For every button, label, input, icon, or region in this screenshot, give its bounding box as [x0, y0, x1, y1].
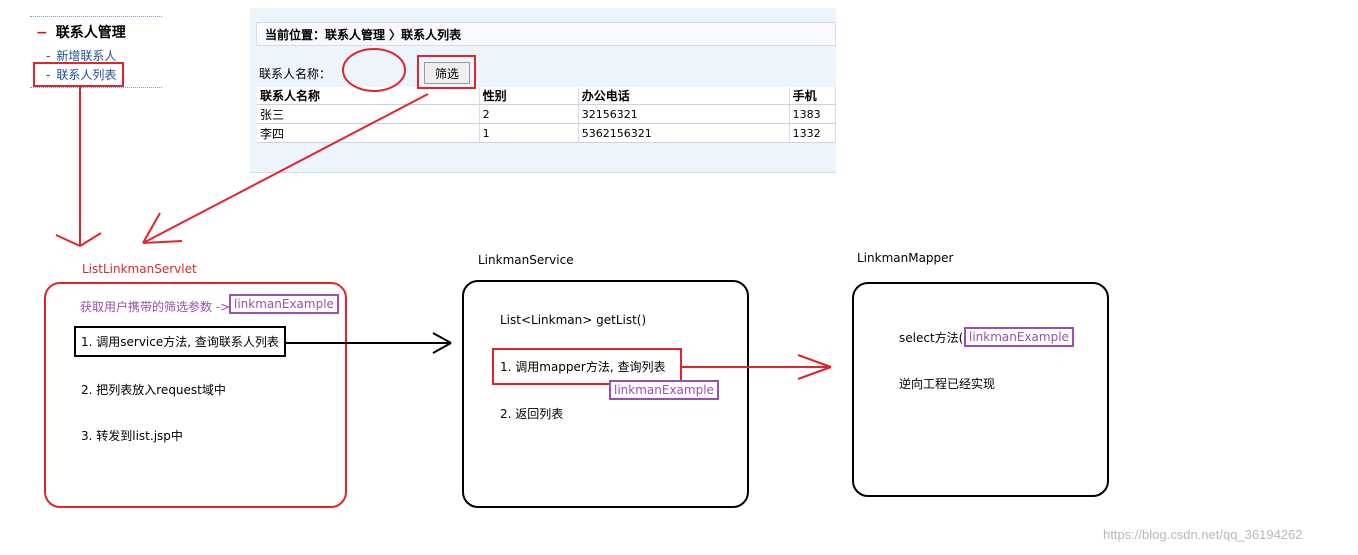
table-header-row: 联系人名称 性别 办公电话 手机: [257, 87, 836, 105]
service-signature: List<Linkman> getList(): [500, 313, 647, 327]
table-cell: 32156321: [578, 104, 790, 124]
breadcrumb: 当前位置：联系人管理 〉联系人列表: [256, 22, 836, 46]
nav-divider-top: [30, 16, 162, 17]
service-box: [462, 280, 749, 508]
servlet-box: [44, 282, 347, 508]
bullet-icon: -: [46, 49, 51, 63]
table-row[interactable]: 李四 1 5362156321 1332: [257, 123, 836, 143]
servlet-step-set-request: 2. 把列表放入request域中: [81, 383, 226, 397]
filter-label: 联系人名称：: [259, 67, 332, 81]
service-step-call-mapper: 1. 调用mapper方法, 查询列表: [492, 348, 682, 385]
service-title: LinkmanService: [478, 253, 574, 267]
nav-divider-bottom: [30, 87, 162, 88]
table-cell: 张三: [257, 104, 480, 124]
button-highlight-box: [417, 55, 476, 89]
nav-item-linkman-list[interactable]: -联系人列表: [46, 66, 116, 83]
arrow-button-to-servlet: [142, 93, 429, 244]
mapper-title: LinkmanMapper: [857, 251, 954, 265]
nav-item-add-linkman[interactable]: -新增联系人: [46, 47, 116, 64]
arrow-service-to-mapper: [681, 354, 832, 380]
mapper-method: select方法(: [899, 331, 964, 345]
table-cell: 2: [479, 104, 579, 124]
service-step-return: 2. 返回列表: [500, 407, 564, 421]
servlet-step-call-service: 1. 调用service方法, 查询联系人列表: [74, 326, 286, 357]
nav-item-label: 新增联系人: [56, 49, 117, 63]
table-cell: 1: [479, 123, 579, 143]
table-cell: 1332: [789, 123, 836, 143]
service-linkman-example-tag: linkmanExample: [609, 380, 719, 400]
servlet-step-get-params: 获取用户携带的筛选参数 ->: [80, 300, 231, 314]
watermark: https://blog.csdn.net/qq_36194262: [1103, 527, 1303, 542]
input-highlight-ellipse: [342, 48, 406, 92]
servlet-linkman-example-tag: linkmanExample: [229, 294, 339, 314]
bullet-icon: -: [46, 68, 51, 82]
column-header: 办公电话: [578, 87, 790, 105]
nav-title-label: 联系人管理: [55, 25, 126, 41]
mapper-box: [852, 282, 1109, 497]
nav-item-label: 联系人列表: [56, 68, 117, 82]
servlet-title: ListLinkmanServlet: [82, 262, 197, 276]
mapper-note: 逆向工程已经实现: [899, 377, 996, 391]
collapse-icon: −: [36, 25, 48, 41]
filter-button[interactable]: 筛选: [424, 62, 470, 84]
arrow-servlet-to-service: [286, 332, 452, 354]
nav-title: −联系人管理: [36, 22, 126, 42]
column-header: 联系人名称: [257, 87, 480, 105]
servlet-step-forward: 3. 转发到list.jsp中: [81, 429, 183, 443]
arrow-nav-to-servlet: [55, 87, 102, 247]
table-cell: 李四: [257, 123, 480, 143]
column-header: 性别: [479, 87, 579, 105]
table-cell: 5362156321: [578, 123, 790, 143]
mapper-linkman-example-tag: linkmanExample: [964, 327, 1074, 347]
table-cell: 1383: [789, 104, 836, 124]
column-header: 手机: [789, 87, 836, 105]
linkman-name-input[interactable]: [346, 60, 410, 82]
nav-highlight-box: [33, 62, 124, 87]
table-row[interactable]: 张三 2 32156321 1383: [257, 104, 836, 124]
